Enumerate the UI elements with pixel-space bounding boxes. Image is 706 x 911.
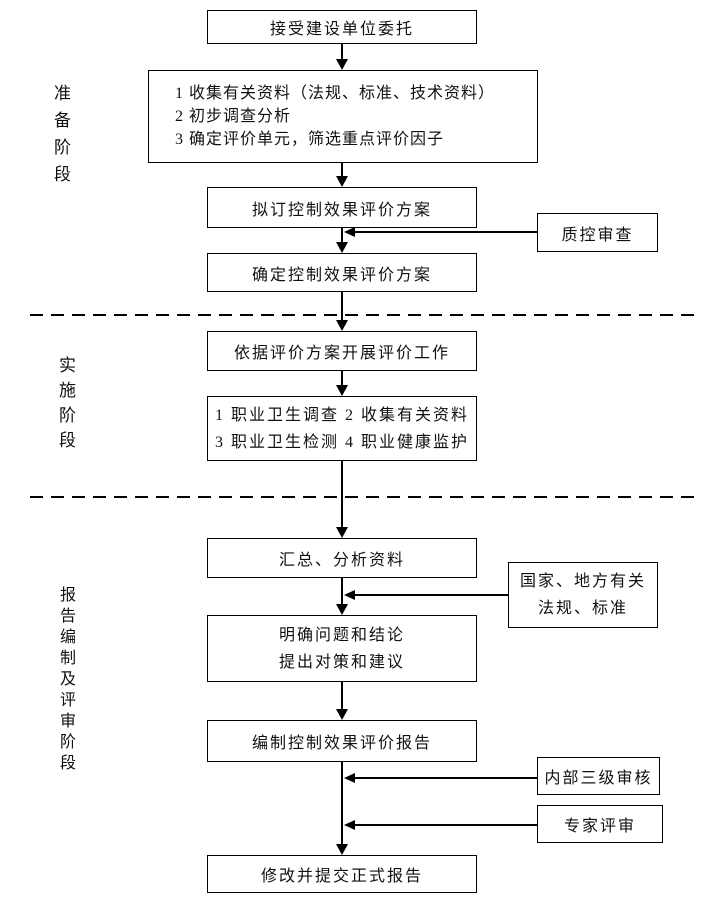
arrow-accept-to-preparation	[341, 44, 343, 60]
stage-label-implementation: 实施阶段	[56, 356, 75, 456]
node-implementation-tasks: 1 职业卫生调查 2 收集有关资料 3 职业卫生检测 4 职业健康监护	[207, 396, 477, 461]
node-draft-evaluation-plan: 拟订控制效果评价方案	[207, 187, 477, 228]
connector-regulations	[355, 594, 508, 596]
arrowhead-down-icon	[336, 604, 348, 615]
arrowhead-left-icon	[344, 227, 355, 237]
node-expert-review: 专家评审	[537, 805, 663, 843]
node-accept-commission: 接受建设单位委托	[207, 10, 477, 44]
arrowhead-down-icon	[336, 242, 348, 253]
stage-divider-1	[30, 314, 698, 316]
arrow-preparation-to-draft	[341, 163, 343, 177]
arrow-draft-to-confirm	[341, 228, 343, 243]
node-clarify-problems-conclusions: 明确问题和结论 提出对策和建议	[207, 615, 477, 682]
arrow-carry-out-to-tasks	[341, 371, 343, 386]
node-qc-review: 质控审查	[537, 213, 658, 252]
arrow-tasks-to-summarize	[341, 461, 343, 528]
stage-label-report-review: 报告编制及评审阶段	[57, 586, 74, 775]
stage-label-preparation: 准备阶段	[51, 84, 70, 192]
arrow-confirm-to-carry-out	[341, 292, 343, 321]
node-carry-out-evaluation: 依据评价方案开展评价工作	[207, 331, 477, 371]
implementation-tasks-line-2: 3 职业卫生检测 4 职业健康监护	[214, 433, 469, 451]
arrow-clarify-to-compile	[341, 682, 343, 710]
arrowhead-left-icon	[344, 820, 355, 830]
node-preparation-tasks: 1 收集有关资料（法规、标准、技术资料） 2 初步调查分析 3 确定评价单元，筛…	[148, 70, 538, 163]
arrowhead-down-icon	[336, 176, 348, 187]
connector-qc-review	[355, 231, 537, 233]
arrowhead-down-icon	[336, 844, 348, 855]
arrowhead-left-icon	[344, 773, 355, 783]
arrowhead-down-icon	[336, 527, 348, 538]
regulations-line-2: 法规、标准	[537, 600, 628, 617]
regulations-line-1: 国家、地方有关	[519, 573, 646, 590]
node-submit-final-report: 修改并提交正式报告	[207, 855, 477, 893]
node-confirm-evaluation-plan: 确定控制效果评价方案	[207, 253, 477, 292]
node-national-local-regulations: 国家、地方有关 法规、标准	[508, 562, 658, 628]
arrowhead-down-icon	[336, 385, 348, 396]
stage-divider-2	[30, 496, 698, 498]
preparation-task-3: 3 确定评价单元，筛选重点评价因子	[175, 131, 445, 148]
clarify-line-2: 提出对策和建议	[278, 653, 405, 671]
clarify-line-1: 明确问题和结论	[278, 626, 405, 644]
arrowhead-left-icon	[344, 590, 355, 600]
arrowhead-down-icon	[336, 320, 348, 331]
arrow-compile-to-final	[341, 762, 343, 845]
arrowhead-down-icon	[336, 59, 348, 70]
node-internal-three-level-review: 内部三级审核	[537, 757, 660, 795]
implementation-tasks-line-1: 1 职业卫生调查 2 收集有关资料	[214, 406, 469, 424]
node-compile-evaluation-report: 编制控制效果评价报告	[207, 720, 477, 762]
node-summarize-analyze-data: 汇总、分析资料	[207, 538, 477, 578]
connector-internal-review	[355, 777, 537, 779]
connector-expert-review	[355, 824, 537, 826]
arrow-summarize-to-clarify	[341, 578, 343, 605]
arrowhead-down-icon	[336, 709, 348, 720]
preparation-task-2: 2 初步调查分析	[175, 108, 292, 125]
preparation-task-1: 1 收集有关资料（法规、标准、技术资料）	[175, 85, 496, 102]
